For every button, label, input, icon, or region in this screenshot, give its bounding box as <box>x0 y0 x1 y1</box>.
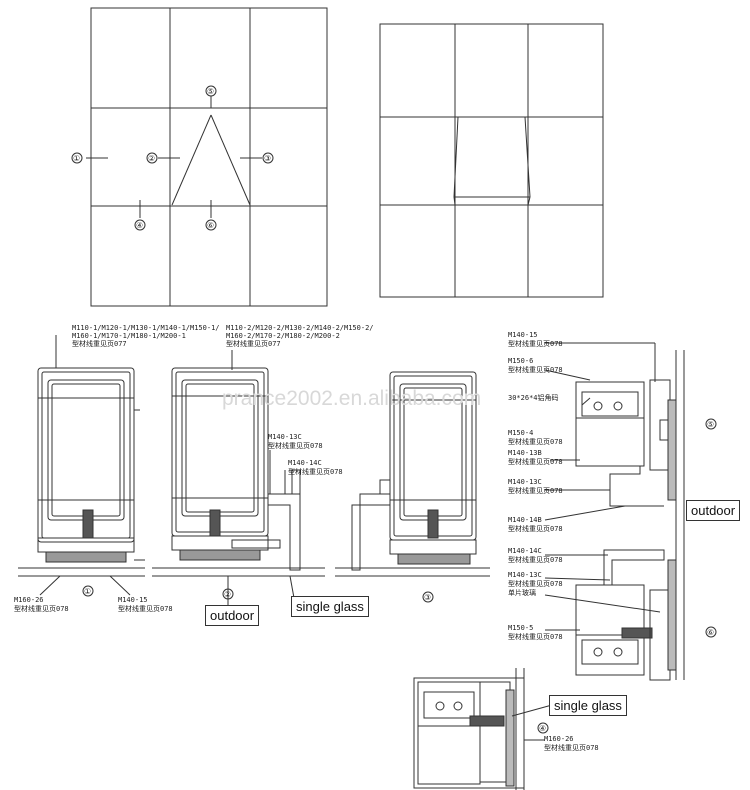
label-m160-26-weight: 型材线重见页078 <box>14 604 69 613</box>
label-m160-26: M160-26 <box>14 596 44 604</box>
section-3 <box>335 371 490 603</box>
section-number-4: ④ <box>539 724 546 733</box>
r-label-single-glass: 单片玻璃 <box>508 588 536 597</box>
r-label-m140-14b-weight: 型材线重见页078 <box>508 524 563 533</box>
elev-marker-5: ⑤ <box>207 87 214 96</box>
r-label-m150-6-weight: 型材线重见页078 <box>508 365 563 374</box>
sec1-label-line1: M110-1/M120-1/M130-1/M140-1/M150-1/ <box>72 324 220 332</box>
r-label-m140-14b: M140-14B <box>508 516 542 524</box>
b-label-m160-26-weight: 型材线重见页078 <box>544 743 599 752</box>
r-label-m140-13b-weight: 型材线重见页078 <box>508 457 563 466</box>
sec2-label-line1: M110-2/M120-2/M130-2/M140-2/M150-2/ <box>226 324 374 332</box>
label-m140-13c: M140-13C <box>268 433 302 441</box>
elev-marker-1: ① <box>73 154 80 163</box>
elevation-right <box>379 23 604 298</box>
section-number-3: ③ <box>424 593 431 602</box>
r-label-m140-13c: M140-13C <box>508 478 542 486</box>
callout-single-glass-left: single glass <box>291 596 369 617</box>
b-label-m160-26: M160-26 <box>544 735 574 743</box>
label-m140-14c: M140-14C <box>288 459 322 467</box>
elev-marker-6: ⑥ <box>207 221 214 230</box>
elev-marker-4: ④ <box>136 221 143 230</box>
label-m140-14c-weight: 型材线重见页078 <box>288 467 343 476</box>
r-label-m140-13c-weight: 型材线重见页078 <box>508 486 563 495</box>
r-label-m150-6: M150-6 <box>508 357 533 365</box>
section-number-6: ⑥ <box>707 628 714 637</box>
r-label-m140-13b: M140-13B <box>508 449 542 457</box>
callout-single-glass-bottom: single glass <box>549 695 627 716</box>
r-label-m140-15: M140-15 <box>508 331 538 339</box>
section-bottom <box>413 668 553 790</box>
r-label-m140-13c-2: M140-13C <box>508 571 542 579</box>
section-number-2: ② <box>224 590 231 599</box>
r-label-m150-4: M150-4 <box>508 429 533 437</box>
section-right <box>544 342 717 681</box>
r-label-m140-15-weight: 型材线重见页078 <box>508 339 563 348</box>
callout-outdoor-right: outdoor <box>686 500 741 521</box>
elev-marker-3: ③ <box>264 154 271 163</box>
r-label-m150-4-weight: 型材线重见页078 <box>508 437 563 446</box>
label-m140-15: M140-15 <box>118 596 148 604</box>
sec2-label-line3: 型材线重见页077 <box>226 339 281 348</box>
sec1-label-line2: M160-1/M170-1/M180-1/M200-1 <box>72 332 186 340</box>
r-label-angle: 30*26*4铝角码 <box>508 393 559 402</box>
section-2 <box>152 350 325 605</box>
r-label-m150-5: M150-5 <box>508 624 533 632</box>
elevation-left <box>71 7 328 307</box>
label-m140-13c-weight: 型材线重见页078 <box>268 441 323 450</box>
sec1-label-line3: 型材线重见页077 <box>72 339 127 348</box>
r-label-m140-14c-weight: 型材线重见页078 <box>508 555 563 564</box>
watermark: prance2002.en.alibaba.com <box>222 387 481 410</box>
elev-marker-2: ② <box>148 154 155 163</box>
sec2-label-line2: M160-2/M170-2/M180-2/M200-2 <box>226 332 340 340</box>
r-label-m150-5-weight: 型材线重见页078 <box>508 632 563 641</box>
section-number-5: ⑤ <box>707 420 714 429</box>
r-label-m140-14c: M140-14C <box>508 547 542 555</box>
callout-outdoor-left: outdoor <box>205 605 260 626</box>
section-number-1: ① <box>84 587 91 596</box>
r-label-m140-13c-2-weight: 型材线重见页078 <box>508 579 563 588</box>
section-1 <box>18 335 145 597</box>
label-m140-15-weight: 型材线重见页078 <box>118 604 173 613</box>
